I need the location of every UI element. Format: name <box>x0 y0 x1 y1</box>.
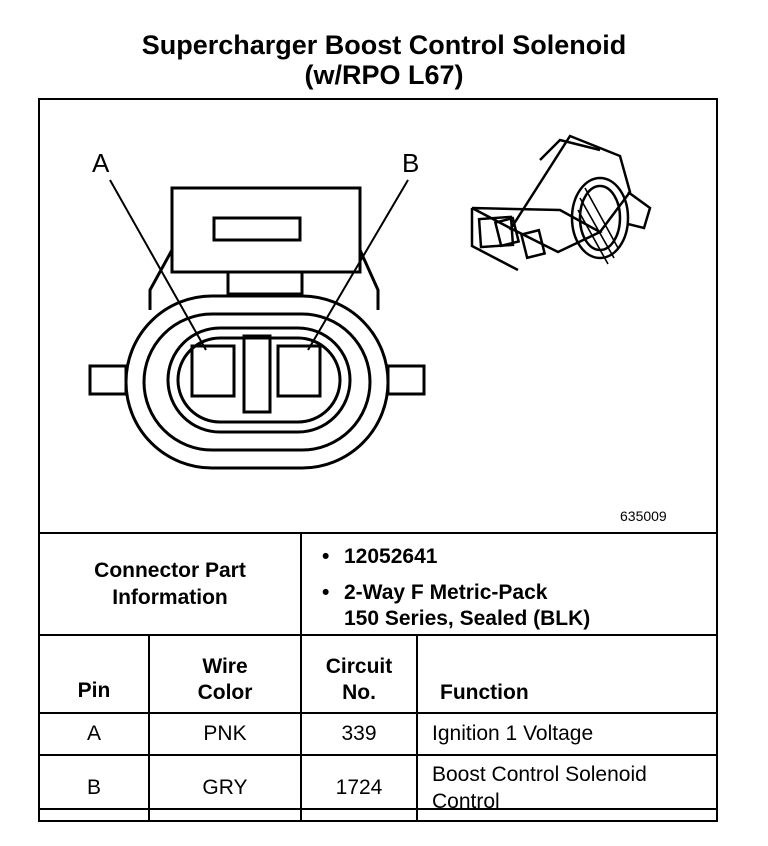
connector-outer-oval <box>124 294 390 470</box>
connector-part-row: Connector Part Information • 12052641 • … <box>38 532 718 636</box>
connector-inner-oval <box>166 326 352 434</box>
row-a-circuit: 339 <box>300 712 418 756</box>
pin-b-label: B <box>402 148 420 178</box>
connector-ear-right <box>386 364 426 396</box>
table-row: A PNK 339 Ignition 1 Voltage <box>38 712 718 756</box>
connector-info-table: Connector Part Information • 12052641 • … <box>38 532 718 822</box>
row-b-color: GRY <box>148 754 302 822</box>
row-b-pin: B <box>38 754 150 822</box>
header-function: Function <box>416 634 718 714</box>
figure-code: 635009 <box>620 508 667 524</box>
connector-shoulder-right <box>358 249 380 310</box>
center-key <box>242 334 272 414</box>
connector-middle-oval <box>142 312 372 452</box>
part-number: • 12052641 <box>322 545 438 568</box>
connector-3d-view <box>470 134 652 272</box>
pin-b-terminal <box>276 344 322 398</box>
connector-part-label: Connector Part Information <box>38 532 302 636</box>
part-description: • 2-Way F Metric-Pack 150 Series, Sealed… <box>322 581 591 630</box>
pin-a-label: A <box>92 148 110 178</box>
pin-a-terminal <box>190 344 236 398</box>
diagram-title-line2: (w/RPO L67) <box>304 60 464 90</box>
connector-tab <box>226 270 304 296</box>
header-pin: Pin <box>38 634 150 714</box>
row-a-color: PNK <box>148 712 302 756</box>
row-a-pin: A <box>38 712 150 756</box>
row-b-function: Boost Control Solenoid Control <box>416 754 718 822</box>
connector-illustration <box>88 134 652 470</box>
row-b-circuit: 1724 <box>300 754 418 822</box>
connector-latch-window <box>212 216 302 242</box>
connector-part-list: • 12052641 • 2-Way F Metric-Pack 150 Ser… <box>300 532 718 636</box>
connector-top-housing <box>170 186 362 274</box>
table-row: B GRY 1724 Boost Control Solenoid Contro… <box>38 754 718 822</box>
connector-ear-left <box>88 364 128 396</box>
pin-b-leader <box>307 179 409 351</box>
connector-shoulder-left <box>148 249 174 310</box>
connector-cavity <box>176 336 342 424</box>
diagram-title-line1: Supercharger Boost Control Solenoid <box>141 30 627 60</box>
pin-a-leader <box>109 179 207 351</box>
row-a-function: Ignition 1 Voltage <box>416 712 718 756</box>
